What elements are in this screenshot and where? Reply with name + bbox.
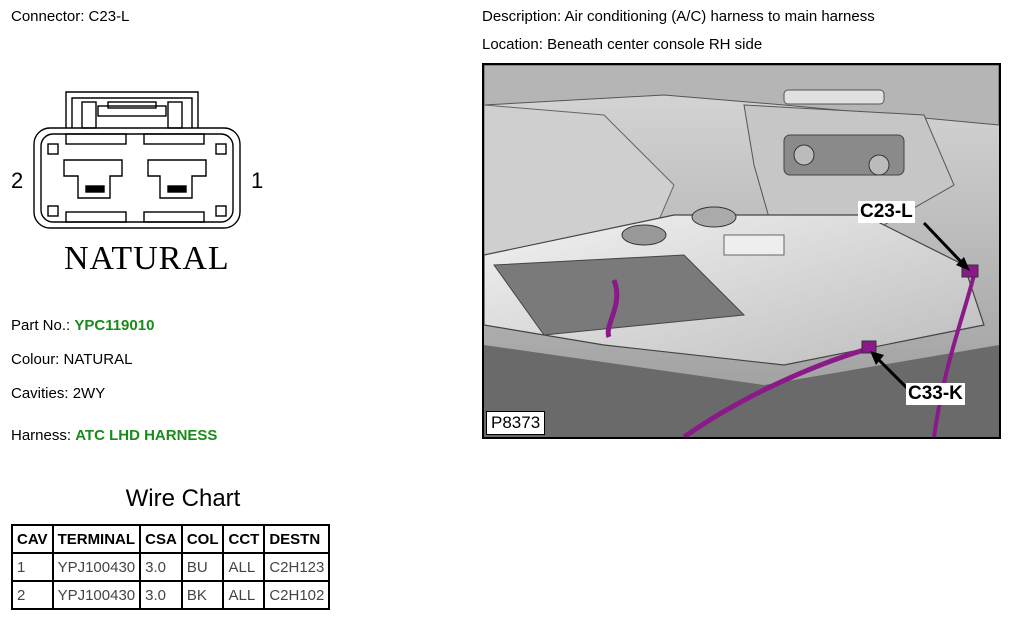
header-col: COL xyxy=(180,524,225,554)
photo-id-label: P8373 xyxy=(486,411,546,435)
cell-cav: 1 xyxy=(11,552,54,582)
harness-link[interactable]: ATC LHD HARNESS xyxy=(75,427,218,444)
table-row: 2 YPJ100430 3.0 BK ALL C2H102 xyxy=(11,580,331,610)
cavities-value: 2WY xyxy=(72,385,106,402)
cell-terminal: YPJ100430 xyxy=(51,552,142,582)
pin-number-right: 1 xyxy=(251,168,264,193)
header-terminal: TERMINAL xyxy=(51,524,142,554)
callout-c33-k: C33-K xyxy=(906,383,965,405)
header-csa: CSA xyxy=(139,524,183,554)
cell-cav: 2 xyxy=(11,580,54,610)
cell-cct: ALL xyxy=(222,552,266,582)
part-number-link[interactable]: YPC119010 xyxy=(74,317,155,334)
header-destn: DESTN xyxy=(263,524,331,554)
harness-line: Harness: ATC LHD HARNESS xyxy=(11,427,217,444)
cell-destn: C2H102 xyxy=(263,580,331,610)
connector-colour-caption: NATURAL xyxy=(64,240,230,277)
cell-terminal: YPJ100430 xyxy=(51,580,142,610)
cell-col: BU xyxy=(180,552,225,582)
connector-title: Connector: C23-L xyxy=(11,8,129,25)
wire-chart-header-row: CAV TERMINAL CSA COL CCT DESTN xyxy=(11,524,331,554)
cavities-line: Cavities: 2WY xyxy=(11,385,105,402)
colour-line: Colour: NATURAL xyxy=(11,351,132,368)
description-line: Description: Air conditioning (A/C) harn… xyxy=(482,8,875,25)
wire-chart-title: Wire Chart xyxy=(125,485,241,512)
cell-csa: 3.0 xyxy=(139,552,183,582)
connector-label: Connector: xyxy=(11,8,85,25)
center-console-illustration xyxy=(484,65,999,437)
pin-number-left: 2 xyxy=(11,168,24,193)
cavities-label: Cavities: xyxy=(11,385,69,402)
wire-chart-table: CAV TERMINAL CSA COL CCT DESTN 1 YPJ1004… xyxy=(11,524,331,610)
description-label: Description: xyxy=(482,8,562,25)
cell-cct: ALL xyxy=(222,580,266,610)
cell-csa: 3.0 xyxy=(139,580,183,610)
location-value: Beneath center console RH side xyxy=(547,36,763,53)
connector-face-drawing xyxy=(33,91,241,229)
table-row: 1 YPJ100430 3.0 BU ALL C2H123 xyxy=(11,552,331,582)
cell-col: BK xyxy=(180,580,225,610)
location-label: Location: xyxy=(482,36,543,53)
connector-id: C23-L xyxy=(88,8,130,25)
cell-destn: C2H123 xyxy=(263,552,331,582)
part-number-label: Part No.: xyxy=(11,317,71,334)
harness-label: Harness: xyxy=(11,427,72,444)
location-photo: C23-L C33-K P8373 xyxy=(482,63,1001,439)
colour-label: Colour: xyxy=(11,351,60,368)
header-cav: CAV xyxy=(11,524,54,554)
colour-value: NATURAL xyxy=(63,351,133,368)
header-cct: CCT xyxy=(222,524,266,554)
callout-c23-l: C23-L xyxy=(858,201,915,223)
part-number-line: Part No.: YPC119010 xyxy=(11,317,154,334)
location-line: Location: Beneath center console RH side xyxy=(482,36,762,53)
description-value: Air conditioning (A/C) harness to main h… xyxy=(564,8,875,25)
